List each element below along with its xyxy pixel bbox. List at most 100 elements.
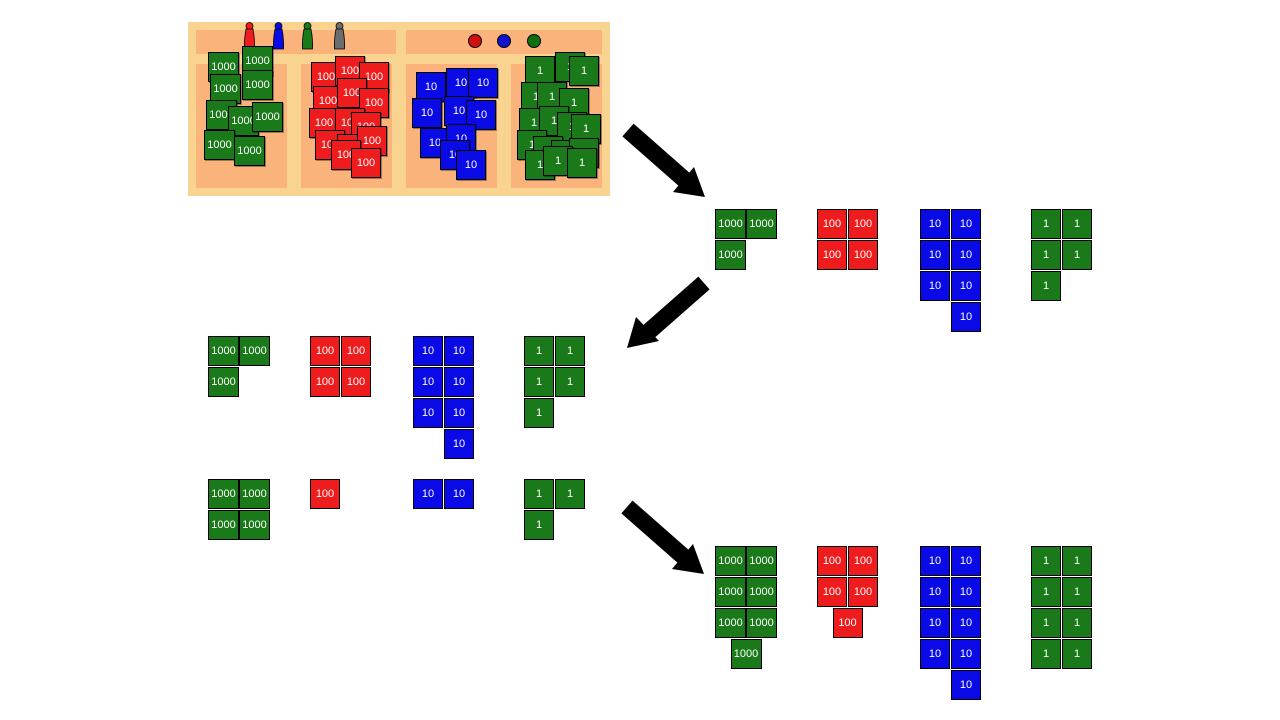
tray-units-stamp[interactable]: 1 bbox=[567, 148, 597, 178]
first-addend-group-tens-tile[interactable]: 10 bbox=[951, 302, 981, 332]
first-addend-group-units-tile[interactable]: 1 bbox=[1031, 271, 1061, 301]
first-addend-group-tens-tile[interactable]: 10 bbox=[920, 209, 950, 239]
skittle-shelf bbox=[196, 30, 396, 54]
first-addend-group-thousands-tile[interactable]: 1000 bbox=[746, 209, 777, 239]
first-addend-group-tens-tile[interactable]: 10 bbox=[920, 240, 950, 270]
tray-tens-stamp[interactable]: 10 bbox=[456, 150, 486, 180]
tray-units-stamp[interactable]: 1 bbox=[569, 56, 599, 86]
sum-group-thousands-tile[interactable]: 1000 bbox=[715, 608, 746, 638]
tray-tens-stamp[interactable]: 10 bbox=[416, 72, 446, 102]
first-addend-group-hundreds-tile[interactable]: 100 bbox=[817, 209, 847, 239]
first-addend-group-hundreds-tile[interactable]: 100 bbox=[848, 209, 878, 239]
sum-group-thousands-tile[interactable]: 1000 bbox=[715, 577, 746, 607]
second-addend-group-units-tile[interactable]: 1 bbox=[524, 510, 554, 540]
sum-group-tens-tile[interactable]: 10 bbox=[951, 608, 981, 638]
sum-group-tens-tile[interactable]: 10 bbox=[920, 577, 950, 607]
second-addend-group-thousands-tile[interactable]: 1000 bbox=[239, 479, 270, 509]
first-addend-group-thousands-tile[interactable]: 1000 bbox=[715, 240, 746, 270]
sum-group-thousands-tile[interactable]: 1000 bbox=[746, 608, 777, 638]
first-addend-copy-group-thousands-tile[interactable]: 1000 bbox=[208, 336, 239, 366]
sum-group-tens-tile[interactable]: 10 bbox=[951, 670, 981, 700]
sum-group-units-tile[interactable]: 1 bbox=[1031, 639, 1061, 669]
first-addend-copy-group-tens-tile[interactable]: 10 bbox=[413, 367, 443, 397]
sum-group-units-tile[interactable]: 1 bbox=[1031, 577, 1061, 607]
second-addend-group-hundreds-tile[interactable]: 100 bbox=[310, 479, 340, 509]
sum-group-hundreds-tile[interactable]: 100 bbox=[817, 577, 847, 607]
tray-hundreds-stamp[interactable]: 100 bbox=[351, 148, 381, 178]
second-addend-group-tens-tile[interactable]: 10 bbox=[413, 479, 443, 509]
skittle-units-icon bbox=[334, 22, 345, 50]
sum-group-thousands-tile[interactable]: 1000 bbox=[746, 577, 777, 607]
bead-green-icon bbox=[527, 34, 541, 48]
second-addend-group-units-tile[interactable]: 1 bbox=[555, 479, 585, 509]
first-addend-copy-group-hundreds-tile[interactable]: 100 bbox=[310, 367, 340, 397]
sum-group-tens-tile[interactable]: 10 bbox=[920, 608, 950, 638]
tray-thousands-stamp[interactable]: 1000 bbox=[204, 130, 235, 160]
first-addend-group-units-tile[interactable]: 1 bbox=[1062, 240, 1092, 270]
sum-group-tens-tile[interactable]: 10 bbox=[920, 546, 950, 576]
first-addend-copy-group-tens-tile[interactable]: 10 bbox=[444, 398, 474, 428]
first-addend-copy-group-tens-tile[interactable]: 10 bbox=[413, 398, 443, 428]
tray-thousands-stamp[interactable]: 1000 bbox=[234, 136, 265, 166]
sum-group-tens-tile[interactable]: 10 bbox=[951, 639, 981, 669]
sum-group-units-tile[interactable]: 1 bbox=[1062, 639, 1092, 669]
first-addend-copy-group-hundreds-tile[interactable]: 100 bbox=[341, 336, 371, 366]
first-addend-group-units-tile[interactable]: 1 bbox=[1031, 240, 1061, 270]
second-addend-group-tens-tile[interactable]: 10 bbox=[444, 479, 474, 509]
first-addend-copy-group-thousands-tile[interactable]: 1000 bbox=[208, 367, 239, 397]
first-addend-group-tens-tile[interactable]: 10 bbox=[951, 271, 981, 301]
first-addend-copy-group-units-tile[interactable]: 1 bbox=[524, 336, 554, 366]
bead-red-icon bbox=[468, 34, 482, 48]
skittle-tens-icon bbox=[302, 22, 313, 50]
tray-thousands-stamp[interactable]: 1000 bbox=[242, 70, 273, 100]
first-addend-copy-group-tens-tile[interactable]: 10 bbox=[444, 336, 474, 366]
first-addend-group-thousands-tile[interactable]: 1000 bbox=[715, 209, 746, 239]
first-addend-group-hundreds-tile[interactable]: 100 bbox=[817, 240, 847, 270]
first-addend-copy-group-tens-tile[interactable]: 10 bbox=[413, 336, 443, 366]
tray-tens-stamp[interactable]: 10 bbox=[412, 98, 442, 128]
tray-thousands-stamp[interactable]: 1000 bbox=[252, 102, 283, 132]
skittle-hundreds-icon bbox=[273, 22, 284, 50]
first-addend-group-tens-tile[interactable]: 10 bbox=[951, 240, 981, 270]
first-addend-copy-group-thousands-tile[interactable]: 1000 bbox=[239, 336, 270, 366]
sum-group-units-tile[interactable]: 1 bbox=[1031, 608, 1061, 638]
second-addend-group-units-tile[interactable]: 1 bbox=[524, 479, 554, 509]
first-addend-copy-group-units-tile[interactable]: 1 bbox=[555, 367, 585, 397]
arrow-2-icon bbox=[627, 276, 710, 348]
first-addend-group-tens-tile[interactable]: 10 bbox=[920, 271, 950, 301]
sum-group-units-tile[interactable]: 1 bbox=[1062, 546, 1092, 576]
arrow-1-icon bbox=[622, 123, 705, 197]
sum-group-units-tile[interactable]: 1 bbox=[1031, 546, 1061, 576]
sum-group-thousands-tile[interactable]: 1000 bbox=[730, 639, 762, 669]
first-addend-group-units-tile[interactable]: 1 bbox=[1062, 209, 1092, 239]
sum-group-thousands-tile[interactable]: 1000 bbox=[715, 546, 746, 576]
sum-group-hundreds-tile[interactable]: 100 bbox=[817, 546, 847, 576]
sum-group-hundreds-tile[interactable]: 100 bbox=[832, 608, 863, 638]
first-addend-copy-group-units-tile[interactable]: 1 bbox=[524, 367, 554, 397]
bead-blue-icon bbox=[497, 34, 511, 48]
second-addend-group-thousands-tile[interactable]: 1000 bbox=[239, 510, 270, 540]
first-addend-copy-group-hundreds-tile[interactable]: 100 bbox=[310, 336, 340, 366]
sum-group-tens-tile[interactable]: 10 bbox=[951, 577, 981, 607]
second-addend-group-thousands-tile[interactable]: 1000 bbox=[208, 510, 239, 540]
tray-units-stamp[interactable]: 1 bbox=[525, 56, 555, 86]
first-addend-copy-group-tens-tile[interactable]: 10 bbox=[444, 429, 474, 459]
first-addend-group-tens-tile[interactable]: 10 bbox=[951, 209, 981, 239]
sum-group-units-tile[interactable]: 1 bbox=[1062, 577, 1092, 607]
arrow-3-icon bbox=[621, 500, 704, 574]
sum-group-thousands-tile[interactable]: 1000 bbox=[746, 546, 777, 576]
sum-group-tens-tile[interactable]: 10 bbox=[920, 639, 950, 669]
first-addend-copy-group-tens-tile[interactable]: 10 bbox=[444, 367, 474, 397]
tray-tens-stamp[interactable]: 10 bbox=[468, 68, 498, 98]
first-addend-group-units-tile[interactable]: 1 bbox=[1031, 209, 1061, 239]
sum-group-hundreds-tile[interactable]: 100 bbox=[848, 546, 878, 576]
first-addend-group-hundreds-tile[interactable]: 100 bbox=[848, 240, 878, 270]
first-addend-copy-group-hundreds-tile[interactable]: 100 bbox=[341, 367, 371, 397]
sum-group-hundreds-tile[interactable]: 100 bbox=[848, 577, 878, 607]
second-addend-group-thousands-tile[interactable]: 1000 bbox=[208, 479, 239, 509]
sum-group-units-tile[interactable]: 1 bbox=[1062, 608, 1092, 638]
sum-group-tens-tile[interactable]: 10 bbox=[951, 546, 981, 576]
first-addend-copy-group-units-tile[interactable]: 1 bbox=[524, 398, 554, 428]
first-addend-copy-group-units-tile[interactable]: 1 bbox=[555, 336, 585, 366]
